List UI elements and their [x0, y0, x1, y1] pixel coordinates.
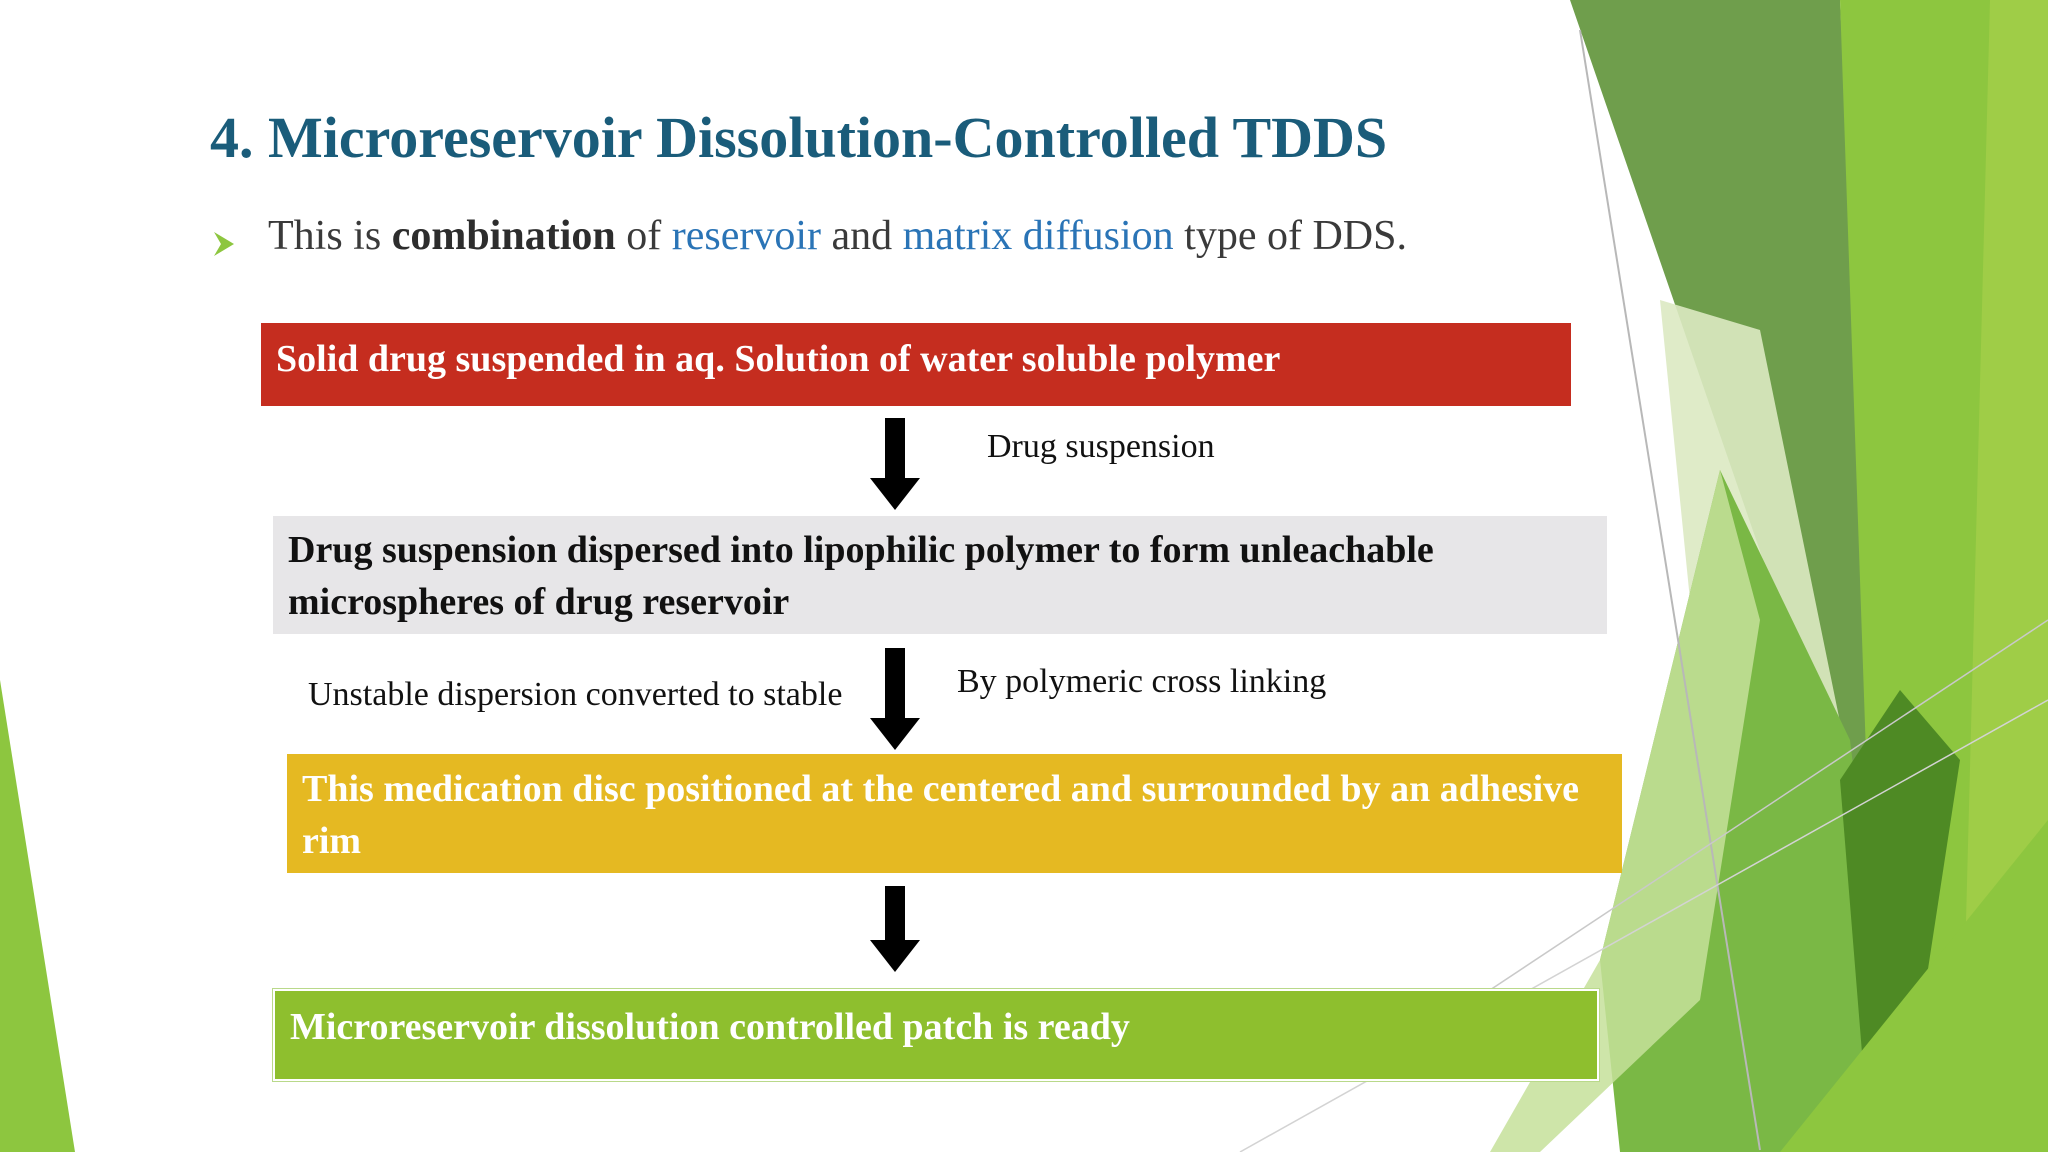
- flow-step-3: This medication disc positioned at the c…: [287, 754, 1622, 873]
- flow-step-4: Microreservoir dissolution controlled pa…: [272, 988, 1600, 1082]
- slide-title: 4. Microreservoir Dissolution-Controlled…: [210, 105, 1388, 170]
- arrow-down-icon: [870, 886, 920, 972]
- bullet-highlight: matrix diffusion: [902, 213, 1174, 259]
- bullet-text: This is combination of reservoir and mat…: [268, 212, 1407, 260]
- bullet-part: and: [820, 213, 903, 259]
- left-green-triangle: [0, 680, 75, 1152]
- bullet-bold: combination: [391, 213, 616, 259]
- bottom-right-bright-shape: [1780, 820, 2048, 1152]
- bullet-part: of: [615, 213, 672, 259]
- bullet-highlight: reservoir: [671, 213, 821, 259]
- arrow-down-icon: [870, 418, 920, 510]
- bullet-part: This is: [268, 213, 392, 259]
- flow-step-1: Solid drug suspended in aq. Solution of …: [261, 323, 1571, 406]
- deco-line: [1579, 29, 1761, 1151]
- flow-step-2: Drug suspension dispersed into lipophili…: [273, 516, 1607, 634]
- flow-note-1: Drug suspension: [987, 428, 1215, 465]
- right-light-green-shape: [1490, 470, 1760, 1152]
- flow-note-2-right: By polymeric cross linking: [957, 663, 1327, 700]
- deco-line: [1489, 619, 2048, 991]
- arrow-down-icon: [870, 648, 920, 750]
- flow-note-2-left: Unstable dispersion converted to stable: [308, 676, 843, 713]
- bullet-part: type of DDS.: [1173, 213, 1407, 259]
- bullet-arrow-icon: [214, 232, 234, 256]
- right-deep-green-shape: [1840, 690, 1960, 1152]
